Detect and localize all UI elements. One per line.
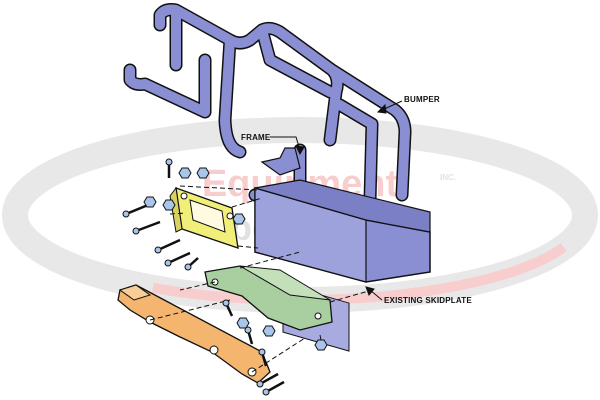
bolt <box>258 348 268 367</box>
nut <box>232 213 246 225</box>
bolt <box>222 299 234 317</box>
nut <box>178 167 192 179</box>
bolt <box>164 251 191 267</box>
nut <box>262 325 276 337</box>
bolt <box>262 380 285 396</box>
bolt <box>244 326 254 345</box>
assembly-lines <box>149 185 373 373</box>
bolt <box>165 158 173 178</box>
nut <box>236 317 250 329</box>
hardware-bolts <box>122 158 328 396</box>
bolt <box>132 220 161 235</box>
nut <box>143 196 157 208</box>
bolt <box>122 203 149 218</box>
bolt <box>154 238 181 254</box>
bumper-label: BUMPER <box>404 95 440 104</box>
nut <box>314 339 328 351</box>
nut <box>196 167 210 179</box>
bolt <box>184 257 199 271</box>
skid-mount-part <box>204 265 333 331</box>
leader-lines <box>270 100 403 301</box>
frame-bracket-part <box>169 186 239 249</box>
frame-part <box>260 147 301 176</box>
skidplate-label: EXISTING SKIDPLATE <box>384 296 472 305</box>
bolt <box>256 372 279 388</box>
watermark-mark: INC. <box>440 173 456 182</box>
frame-label: FRAME <box>241 133 271 142</box>
nut <box>162 199 176 211</box>
